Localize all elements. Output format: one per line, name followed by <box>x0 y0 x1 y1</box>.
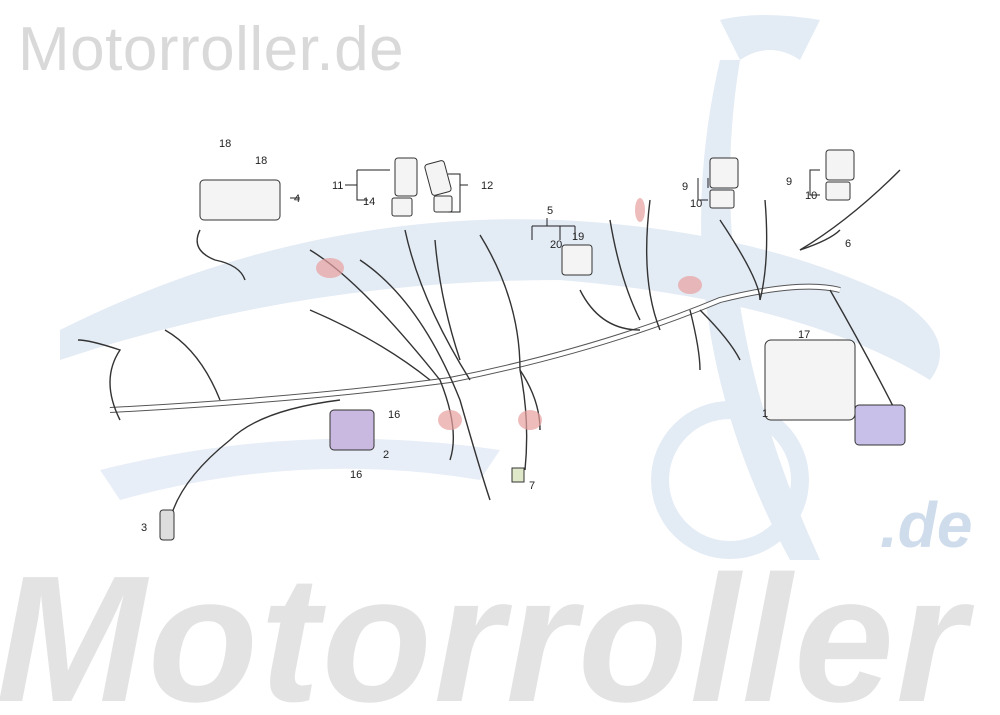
relay <box>391 197 413 217</box>
cdi-unit <box>764 339 856 421</box>
part-label: 2 <box>383 449 389 461</box>
part-label: 10 <box>805 190 817 202</box>
part-label: 18 <box>219 138 231 150</box>
part-label: 1 <box>762 408 768 420</box>
ignition-coil <box>329 409 375 451</box>
part-label: 14 <box>363 196 375 208</box>
part-label: 4 <box>294 193 300 205</box>
part-label: 5 <box>547 205 553 217</box>
watermark-bottom: Motorroller <box>0 539 969 715</box>
watermark-suffix: .de <box>880 489 973 561</box>
part-label: 16 <box>388 409 400 421</box>
part-label: 9 <box>786 176 792 188</box>
part-label: 6 <box>845 238 851 250</box>
part-label: 11 <box>332 180 343 192</box>
fuse-box <box>561 244 593 276</box>
spark-plug-cap <box>159 509 175 541</box>
regulator-rectifier <box>199 179 281 221</box>
part-label: 18 <box>255 155 267 167</box>
part-label: 10 <box>690 198 702 210</box>
part-label: 19 <box>572 231 584 243</box>
part-label: 20 <box>550 239 562 251</box>
part-label: 3 <box>141 522 147 534</box>
part-label: 9 <box>682 181 688 193</box>
watermark-top: Motorroller.de <box>18 15 405 84</box>
part-label: 12 <box>481 180 493 192</box>
part-label: 17 <box>798 329 810 341</box>
part-label: 7 <box>529 480 535 492</box>
part-label: 16 <box>350 469 362 481</box>
